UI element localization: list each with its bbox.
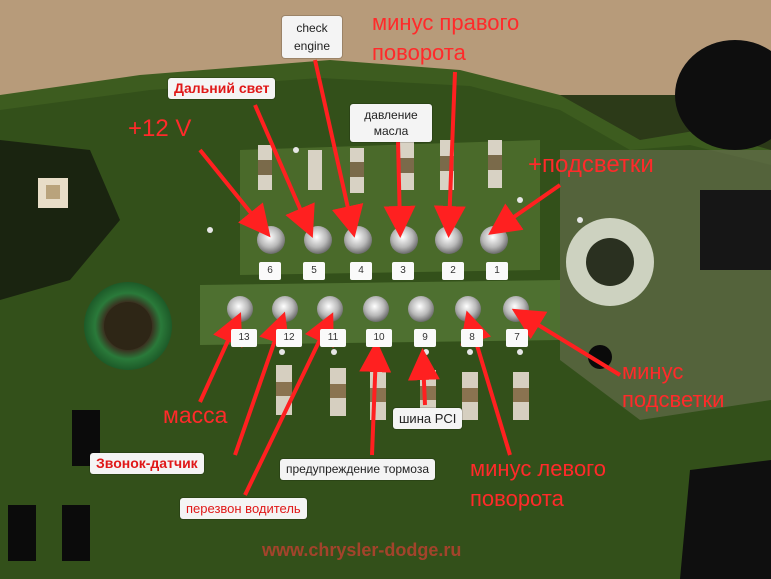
pin-label-9: 9: [414, 329, 436, 347]
label-brake-warning: предупреждение тормоза: [280, 459, 436, 480]
label-minus-backlight: минус подсветки: [622, 359, 725, 412]
annotation-arrows: [198, 59, 622, 496]
label-plus-backlight: +подсветки: [528, 151, 654, 178]
pin-label-1: 1: [486, 262, 508, 280]
pin-label-5: 5: [303, 262, 325, 280]
pin-label-11: 11: [320, 329, 346, 347]
label-pci-bus: шина PCI: [393, 408, 463, 429]
pin-label-8: 8: [461, 329, 483, 347]
pin-label-4: 4: [350, 262, 372, 280]
label-driver-call: перезвон водитель: [180, 498, 307, 519]
pin-label-2: 2: [442, 262, 464, 280]
pin-label-10: 10: [366, 329, 392, 347]
label-plus-12v: +12 V: [128, 115, 192, 142]
label-check-engine: check engine: [282, 16, 342, 58]
pin-label-6: 6: [259, 262, 281, 280]
label-minus-left-turn: минус левого поворота: [470, 456, 606, 511]
pin-label-12: 12: [276, 329, 302, 347]
pin-label-3: 3: [392, 262, 414, 280]
label-bell-sensor: Звонок-датчик: [90, 453, 204, 474]
label-minus-right-turn: минус правого поворота: [372, 10, 520, 65]
watermark: www.chrysler-dodge.ru: [262, 540, 462, 560]
black-component: [675, 40, 771, 150]
label-oil-pressure: давление масла: [350, 104, 432, 142]
label-ground: масса: [163, 402, 228, 428]
pin-label-13: 13: [231, 329, 257, 347]
label-high-beam: Дальний свет: [168, 78, 276, 99]
pin-label-7: 7: [506, 329, 528, 347]
